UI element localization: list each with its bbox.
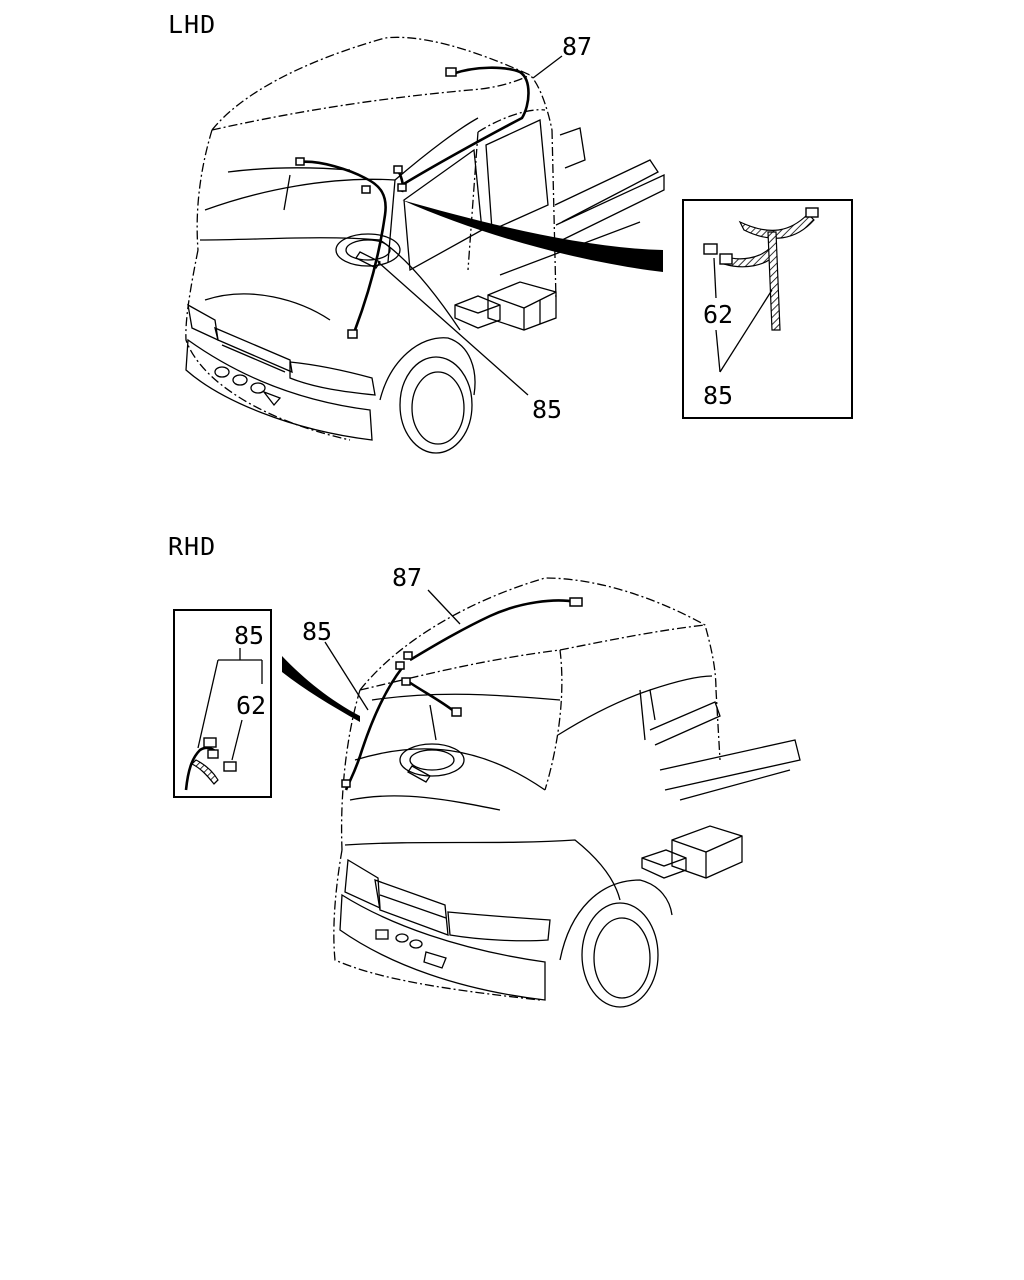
lhd-inset-callout-62: 62 bbox=[703, 300, 733, 329]
rhd-title: RHD bbox=[168, 532, 216, 561]
rhd-detail-inset: 85 62 bbox=[173, 609, 272, 798]
lhd-title: LHD bbox=[168, 10, 216, 39]
rhd-callout-85: 85 bbox=[302, 617, 332, 646]
lhd-callout-87: 87 bbox=[562, 32, 592, 61]
rhd-leader-85 bbox=[324, 641, 369, 711]
lhd-zoom-pointer bbox=[402, 200, 663, 272]
rhd-truck-cab bbox=[333, 577, 801, 1008]
rhd-harness-85 bbox=[341, 651, 462, 791]
lhd-harness-85 bbox=[295, 157, 407, 339]
rhd-leader-87 bbox=[427, 589, 461, 625]
lhd-inset-callout-85: 85 bbox=[703, 381, 733, 410]
lhd-leader-85 bbox=[377, 261, 529, 396]
rhd-inset-callout-62: 62 bbox=[236, 691, 266, 720]
rhd-zoom-pointer bbox=[282, 656, 360, 722]
lhd-harness-87 bbox=[401, 66, 530, 187]
rhd-inset-callout-85: 85 bbox=[234, 621, 264, 650]
lhd-detail-inset: 62 85 bbox=[682, 199, 853, 419]
rhd-harness-87 bbox=[409, 597, 583, 662]
lhd-leader-87 bbox=[532, 55, 563, 79]
lhd-callout-85: 85 bbox=[532, 395, 562, 424]
rhd-callout-87: 87 bbox=[392, 563, 422, 592]
